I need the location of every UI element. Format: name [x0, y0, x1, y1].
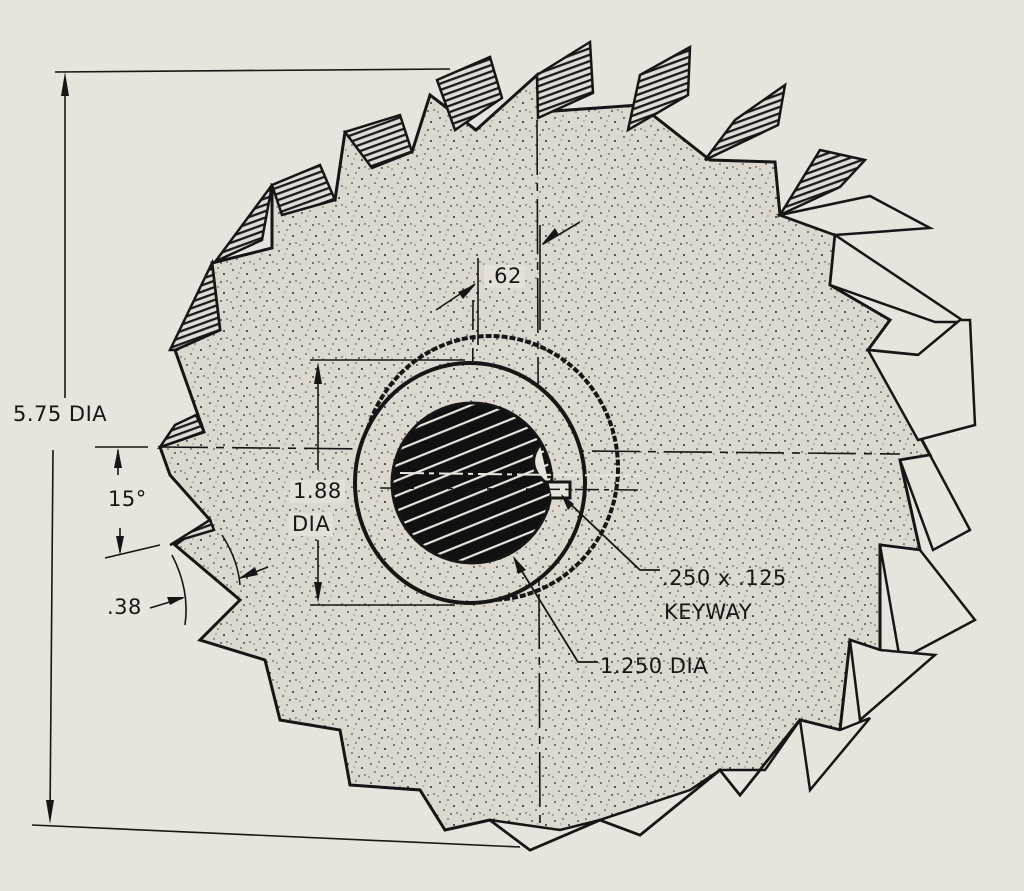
tooth-depth-label: .38 — [107, 595, 142, 619]
keyway-label: KEYWAY — [664, 600, 753, 624]
tooth-angle-label: 15° — [108, 487, 147, 511]
tooth-angle-dimension — [95, 446, 161, 559]
hub-offset-label: .62 — [484, 265, 525, 288]
keyway-size-label: .250 x .125 — [662, 566, 787, 590]
hub-diameter-value: 1.88 — [290, 480, 345, 503]
outer-diameter-dimension — [31, 68, 521, 848]
bore — [379, 401, 641, 565]
tooth-faces-right — [489, 194, 977, 852]
bore-diameter-label: 1.250 DIA — [600, 654, 709, 678]
hatched-teeth — [156, 39, 868, 547]
hub-diameter-unit: DIA — [289, 513, 334, 536]
outer-diameter-label: 5.75 DIA — [13, 402, 108, 426]
hub-diameter-dimension — [310, 359, 465, 606]
leader-lines — [513, 494, 660, 663]
hub-offset-dimension — [435, 221, 581, 345]
tooth-depth-dimension — [149, 534, 269, 626]
